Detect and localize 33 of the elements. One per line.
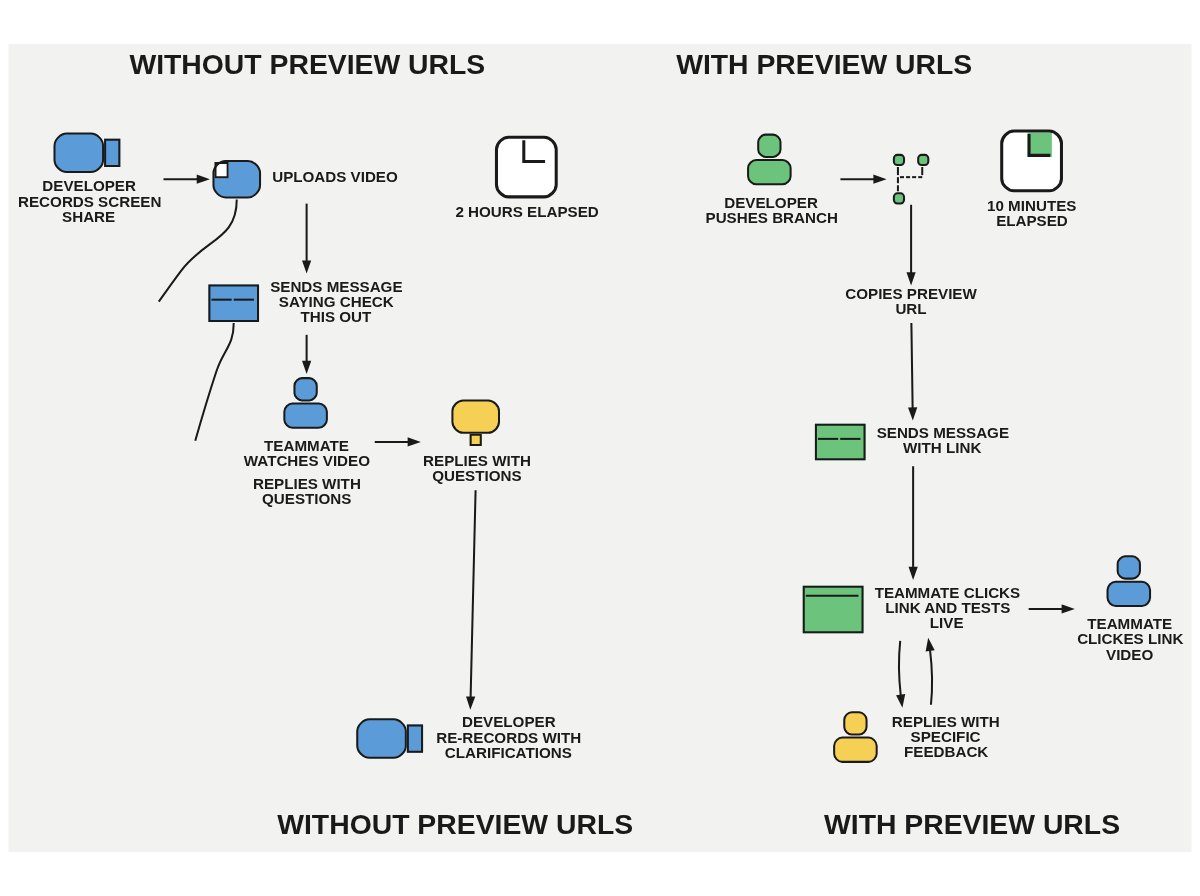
label: WITH PREVIEW URLS <box>824 808 1121 841</box>
label: WITHOUT PREVIEW URLS <box>277 808 634 841</box>
arrow <box>302 203 312 274</box>
arrow <box>374 437 421 447</box>
arrow <box>163 174 210 184</box>
node-label: REPLIES WITH SPECIFIC FEEDBACK <box>891 712 1000 761</box>
node-label: DEVELOPER RE-RECORDS WITH CLARIFICATIONS <box>436 713 582 761</box>
node-text: COPIES PREVIEW URL <box>845 284 977 317</box>
node-label: TEAMMATE WATCHES VIDEO <box>243 437 371 470</box>
node-label: DEVELOPER RECORDS SCREEN SHARE <box>18 177 162 225</box>
node-label: REPLIES WITH QUESTIONS <box>252 474 361 507</box>
arrow <box>925 637 935 705</box>
node-label: SENDS MESSAGE SAYING CHECK THIS OUT <box>270 277 403 325</box>
node-label: DEVELOPER PUSHES BRANCH <box>705 193 838 226</box>
node-label: SENDS MESSAGE WITH LINK <box>876 423 1010 457</box>
connector <box>194 322 235 442</box>
node-label: TEAMMATE CLICKES LINK VIDEO <box>1077 615 1184 663</box>
arrow <box>302 334 312 375</box>
connector <box>158 199 238 303</box>
arrow <box>908 466 918 580</box>
node-label: REPLIES WITH QUESTIONS <box>423 452 531 485</box>
arrow <box>896 640 906 708</box>
label: WITH PREVIEW URLS <box>676 47 973 80</box>
arrow <box>840 174 887 184</box>
arrow <box>466 490 477 710</box>
label: WITHOUT PREVIEW URLS <box>129 47 486 80</box>
node-label: 2 HOURS ELAPSED <box>455 202 599 220</box>
arrow <box>908 323 918 421</box>
arrow <box>1028 604 1075 614</box>
node-label: UPLOADS VIDEO <box>272 167 398 185</box>
node-label: 10 MINUTES ELAPSED <box>987 196 1077 229</box>
arrow <box>906 204 916 286</box>
node-label: TEAMMATE CLICKS LINK AND TESTS LIVE <box>874 583 1021 632</box>
